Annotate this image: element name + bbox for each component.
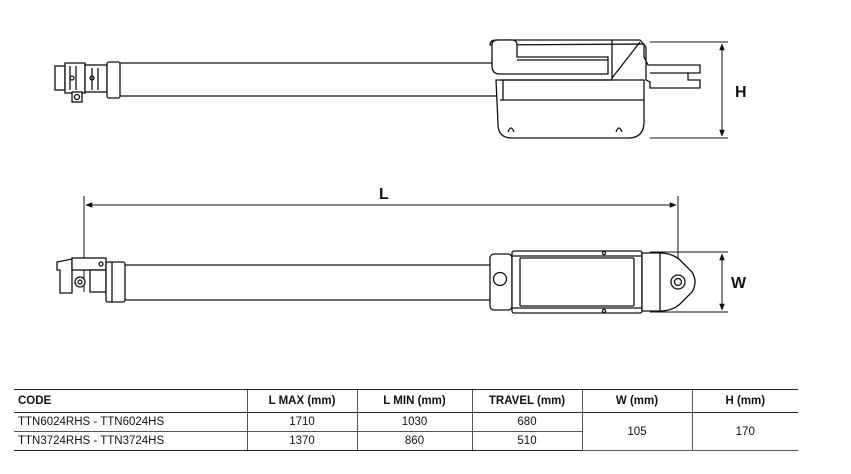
header-code: CODE — [14, 389, 247, 413]
header-travel: TRAVEL (mm) — [471, 389, 582, 413]
technical-drawing: H L — [54, 39, 747, 314]
header-h: H (mm) — [691, 389, 798, 413]
actuator-tube-top — [125, 264, 493, 301]
actuator-tube-side — [120, 62, 500, 97]
cell-code: TTN3724RHS - TTN3724HS — [14, 431, 247, 451]
table-row: TTN3724RHS - TTN3724HS 1370 860 510 — [14, 431, 798, 451]
rear-collar-top — [105, 261, 126, 303]
cell-l-max: 1370 — [246, 431, 357, 451]
motor-housing-top — [489, 250, 696, 314]
side-view-actuator — [54, 39, 701, 139]
cell-travel: 680 — [471, 412, 582, 432]
cell-l-max: 1710 — [246, 412, 357, 432]
height-label: H — [735, 84, 747, 101]
top-view-actuator — [56, 250, 696, 314]
cell-travel: 510 — [471, 431, 582, 451]
header-l-max: L MAX (mm) — [246, 389, 357, 413]
cell-code: TTN6024RHS - TTN6024HS — [14, 412, 247, 432]
table-row: TTN6024RHS - TTN6024HS 1710 1030 680 105… — [14, 412, 798, 451]
width-dimension — [650, 251, 728, 313]
header-w: W (mm) — [581, 389, 692, 413]
rear-bracket-top — [56, 257, 107, 294]
header-l-min: L MIN (mm) — [356, 389, 472, 413]
cell-h: 170 — [691, 412, 798, 451]
cell-l-min: 860 — [356, 431, 472, 451]
length-label: L — [379, 186, 389, 203]
table-header-row: CODE L MAX (mm) L MIN (mm) TRAVEL (mm) W… — [14, 389, 798, 413]
cell-l-min: 1030 — [356, 412, 472, 432]
height-dimension — [650, 41, 728, 139]
rear-collar-side — [106, 61, 121, 99]
motor-housing-side — [489, 39, 701, 139]
rear-bracket-side — [54, 62, 108, 103]
spec-table: CODE L MAX (mm) L MIN (mm) TRAVEL (mm) W… — [14, 389, 798, 451]
width-label: W — [731, 275, 747, 292]
cell-w: 105 — [581, 412, 692, 451]
